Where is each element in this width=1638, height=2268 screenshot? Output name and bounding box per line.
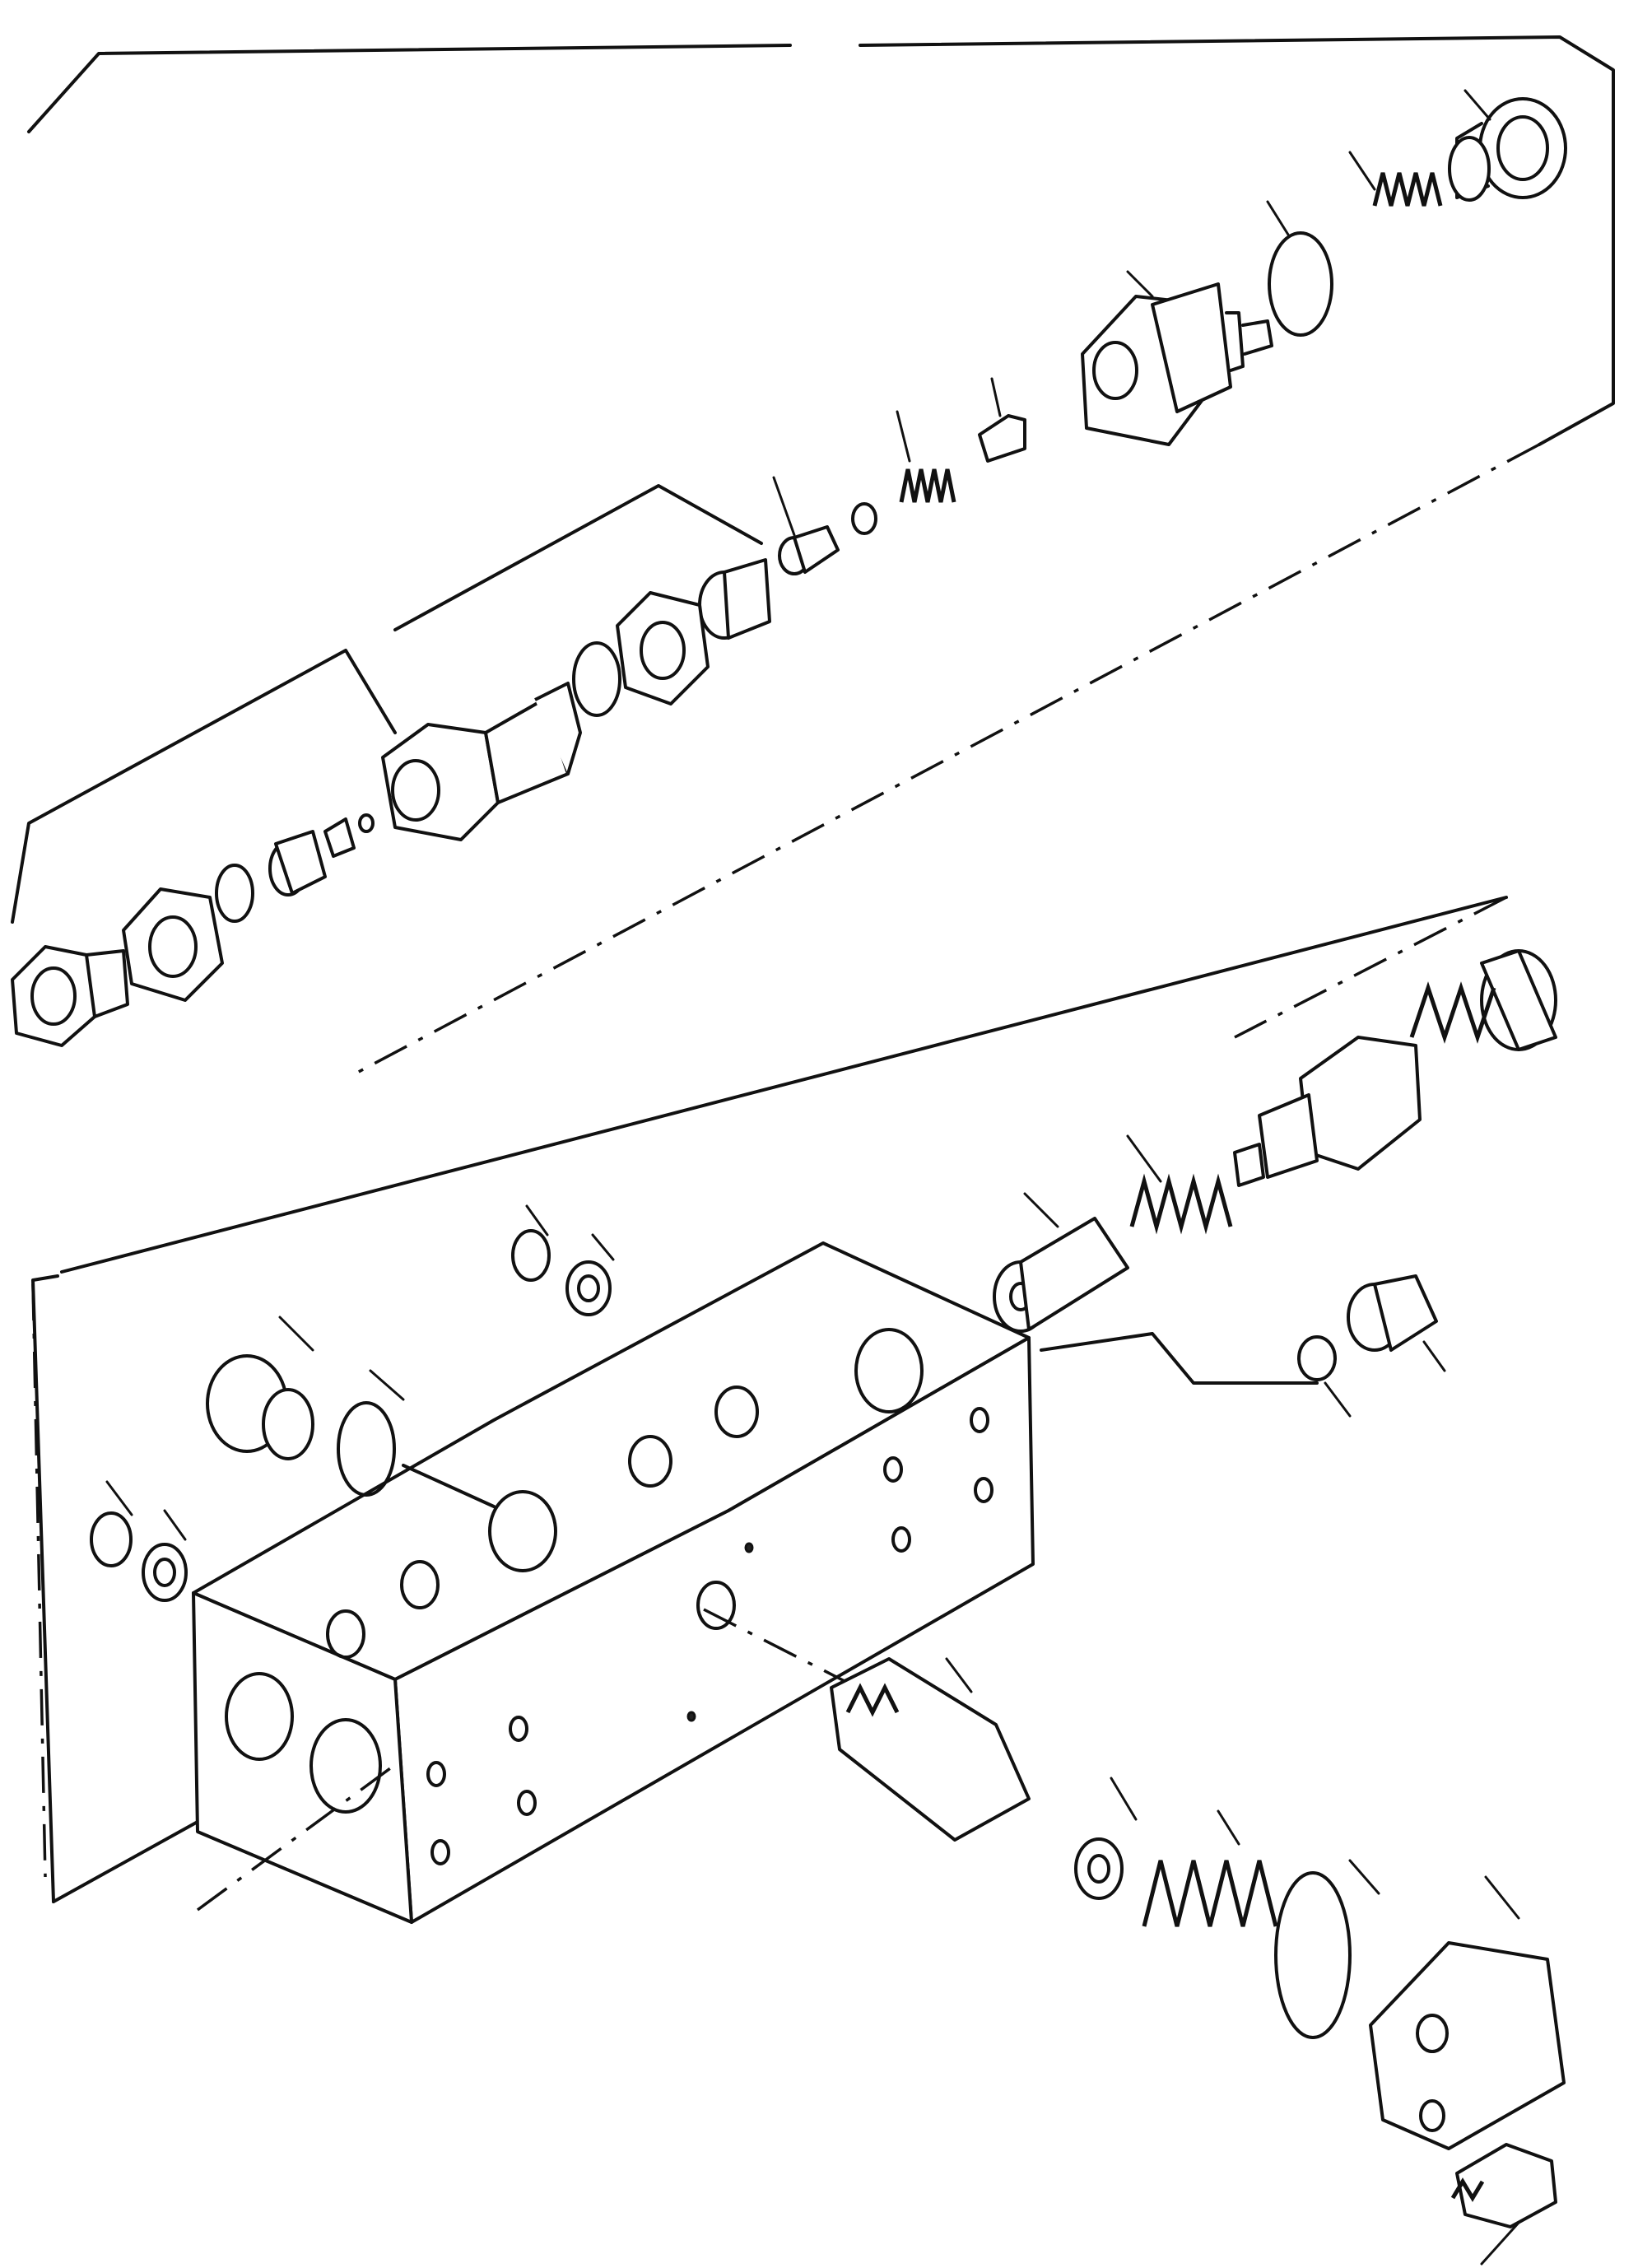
spring-lower	[1126, 1134, 1233, 1235]
upper-axis-line	[353, 443, 1540, 1076]
end-cover	[1369, 1875, 1566, 2150]
plug-left	[206, 1316, 496, 1508]
cartridge	[1233, 949, 1557, 1187]
lower-spring-set	[1074, 1777, 1380, 2039]
washer-small	[851, 502, 877, 535]
small-parts	[215, 813, 375, 923]
housing	[1081, 270, 1273, 446]
upper-boundary-left	[11, 649, 397, 924]
bolt	[1450, 2143, 1557, 2266]
plug-right	[1040, 1274, 1446, 1418]
lower-boundary-left	[31, 1274, 59, 1903]
hex-nut-lower	[122, 887, 224, 1002]
end-plug-upper	[11, 945, 129, 1047]
lower-boundary-mid	[60, 896, 1508, 1274]
lower-axis-left	[31, 1283, 47, 1878]
spring-top	[1348, 151, 1443, 207]
lower-axis-line	[1234, 896, 1507, 1039]
upper-assembly	[11, 35, 1615, 1076]
poppet-pin	[978, 377, 1026, 463]
upper-boundary-mid	[393, 484, 763, 631]
small-seals-left	[90, 1204, 615, 1602]
cup	[993, 1192, 1129, 1333]
o-ring-upper	[572, 641, 621, 717]
hex-nut-upper	[616, 591, 710, 706]
lower-assembly	[31, 896, 1566, 2266]
spool	[830, 1657, 1031, 1842]
upper-boundary-top-right	[859, 35, 1615, 446]
valve-body-upper	[381, 682, 582, 841]
o-ring-top	[1266, 200, 1333, 337]
cap	[1448, 89, 1567, 202]
spring-mid	[896, 410, 956, 503]
spacer-small	[772, 476, 840, 575]
sleeve	[698, 558, 771, 640]
manifold-block	[192, 1241, 1035, 1924]
upper-boundary-top	[27, 44, 792, 133]
